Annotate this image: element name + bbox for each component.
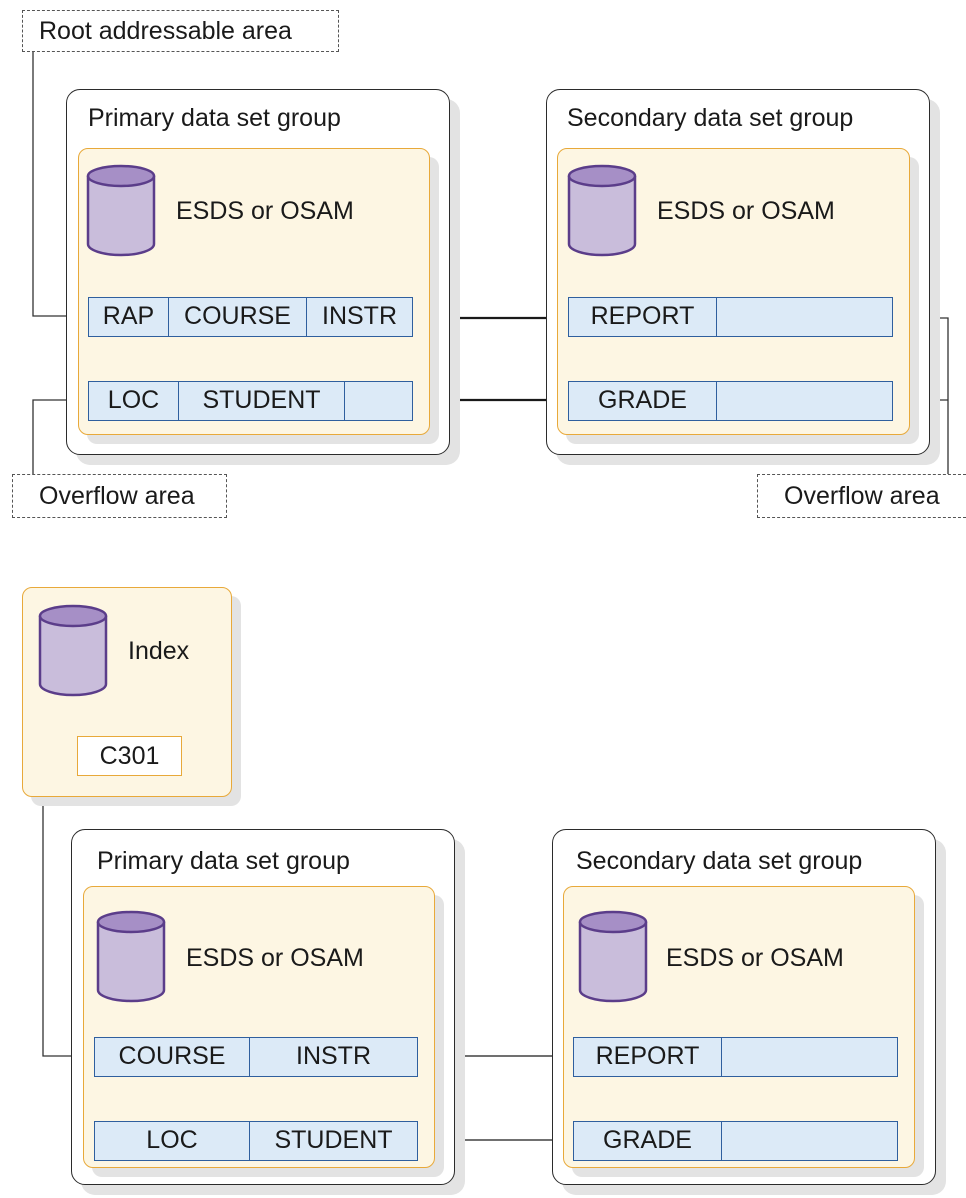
index-key-c301: C301: [77, 736, 182, 776]
segment-grade: GRADE: [569, 382, 717, 420]
segment-instr: INSTR: [296, 1042, 371, 1070]
primary-group-title-bottom: Primary data set group: [97, 847, 350, 875]
segment-loc: LOC: [95, 1122, 250, 1160]
segment-row-loc-student: LOC STUDENT: [88, 381, 413, 421]
secondary-group-title-bottom: Secondary data set group: [576, 847, 863, 875]
segment-row-course-instr: COURSE INSTR: [94, 1037, 418, 1077]
secondary-db-label-bottom: ESDS or OSAM: [666, 944, 844, 972]
database-icon: [567, 164, 637, 257]
primary-group-title-top: Primary data set group: [88, 104, 341, 132]
primary-db-label-bottom: ESDS or OSAM: [186, 944, 364, 972]
secondary-group-title-top: Secondary data set group: [567, 104, 854, 132]
segment-course: COURSE: [95, 1038, 250, 1076]
segment-loc: LOC: [89, 382, 179, 420]
segment-student: STUDENT: [179, 382, 345, 420]
database-icon: [578, 910, 648, 1003]
segment-row-grade-bottom: GRADE: [573, 1121, 898, 1161]
overflow-area-label: Overflow area: [784, 481, 940, 510]
secondary-db-label-top: ESDS or OSAM: [657, 197, 835, 225]
root-addressable-area-label: Root addressable area: [39, 16, 292, 45]
index-label: Index: [128, 637, 190, 665]
segment-empty: [717, 298, 892, 336]
segment-report: REPORT: [569, 298, 717, 336]
segment-empty: [722, 1038, 897, 1076]
overflow-area-label: Overflow area: [39, 481, 195, 510]
segment-row-grade: GRADE: [568, 381, 893, 421]
segment-row-report-bottom: REPORT: [573, 1037, 898, 1077]
primary-db-label-top: ESDS or OSAM: [176, 197, 354, 225]
overflow-area-callout-right: Overflow area: [757, 474, 966, 518]
database-icon: [96, 910, 166, 1003]
segment-grade: GRADE: [574, 1122, 722, 1160]
segment-row-report: REPORT: [568, 297, 893, 337]
segment-empty: [722, 1122, 897, 1160]
segment-report: REPORT: [574, 1038, 722, 1076]
segment-empty: [345, 382, 412, 420]
segment-course: COURSE: [169, 298, 307, 336]
segment-student: STUDENT: [274, 1126, 393, 1154]
segment-empty: [717, 382, 892, 420]
segment-row-rap-course-instr: RAP COURSE INSTR: [88, 297, 413, 337]
segment-rap: RAP: [89, 298, 169, 336]
root-addressable-area-callout: Root addressable area: [22, 10, 339, 52]
segment-instr: INSTR: [322, 302, 397, 330]
database-icon: [38, 604, 108, 697]
overflow-area-callout-left: Overflow area: [12, 474, 227, 518]
segment-row-loc-student-bottom: LOC STUDENT: [94, 1121, 418, 1161]
database-icon: [86, 164, 156, 257]
